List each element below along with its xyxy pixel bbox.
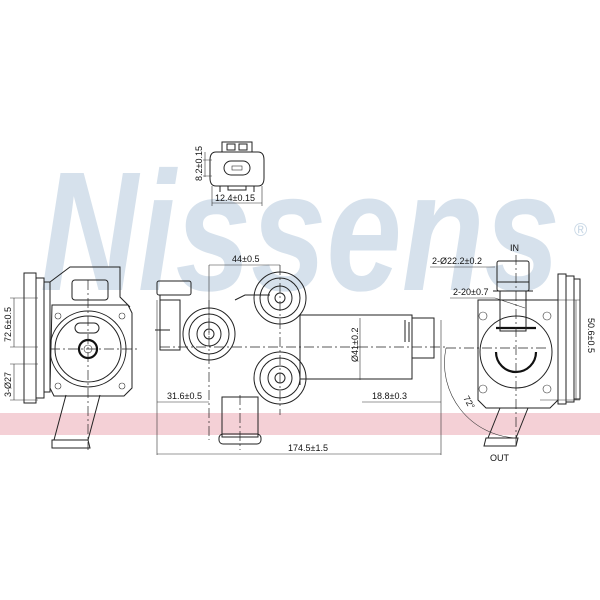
dim-port-diameter: 2-Ø22.2±0.2 xyxy=(432,256,482,266)
dim-motor-offset: 18.8±0.3 xyxy=(372,391,407,401)
dim-port-depth: 2-20±0.7 xyxy=(453,287,488,297)
dim-motor-diameter: Ø41±0.2 xyxy=(350,328,360,362)
dim-angle: 72° xyxy=(461,394,477,411)
dim-left-lower: 3-Ø27 xyxy=(3,372,13,397)
label-outlet: OUT xyxy=(490,453,510,463)
dim-left-offset: 31.6±0.5 xyxy=(167,391,202,401)
dim-overall-length: 174.5±1.5 xyxy=(288,443,328,453)
dim-connector-width: 12.4±0.15 xyxy=(215,193,255,203)
end-view: 2-Ø22.2±0.2 2-20±0.7 50.6±0.5 72° IN OUT xyxy=(430,243,596,463)
dim-left-upper: 72.6±0.5 xyxy=(3,307,13,342)
connector-detail: 8.2±0.15 12.4±0.15 xyxy=(194,141,265,206)
watermark-registered: ® xyxy=(574,220,587,240)
dim-right-height: 50.6±0.5 xyxy=(586,318,596,353)
dim-connector-height: 8.2±0.15 xyxy=(194,146,204,181)
left-view: 72.6±0.5 3-Ø27 xyxy=(3,266,140,450)
side-view: 44±0.5 31.6±0.5 Ø41±0.2 18.8±0.3 174.5±1… xyxy=(155,254,448,455)
dim-top-spacing: 44±0.5 xyxy=(232,254,259,264)
watermark-band xyxy=(0,413,600,435)
label-inlet: IN xyxy=(510,243,519,253)
